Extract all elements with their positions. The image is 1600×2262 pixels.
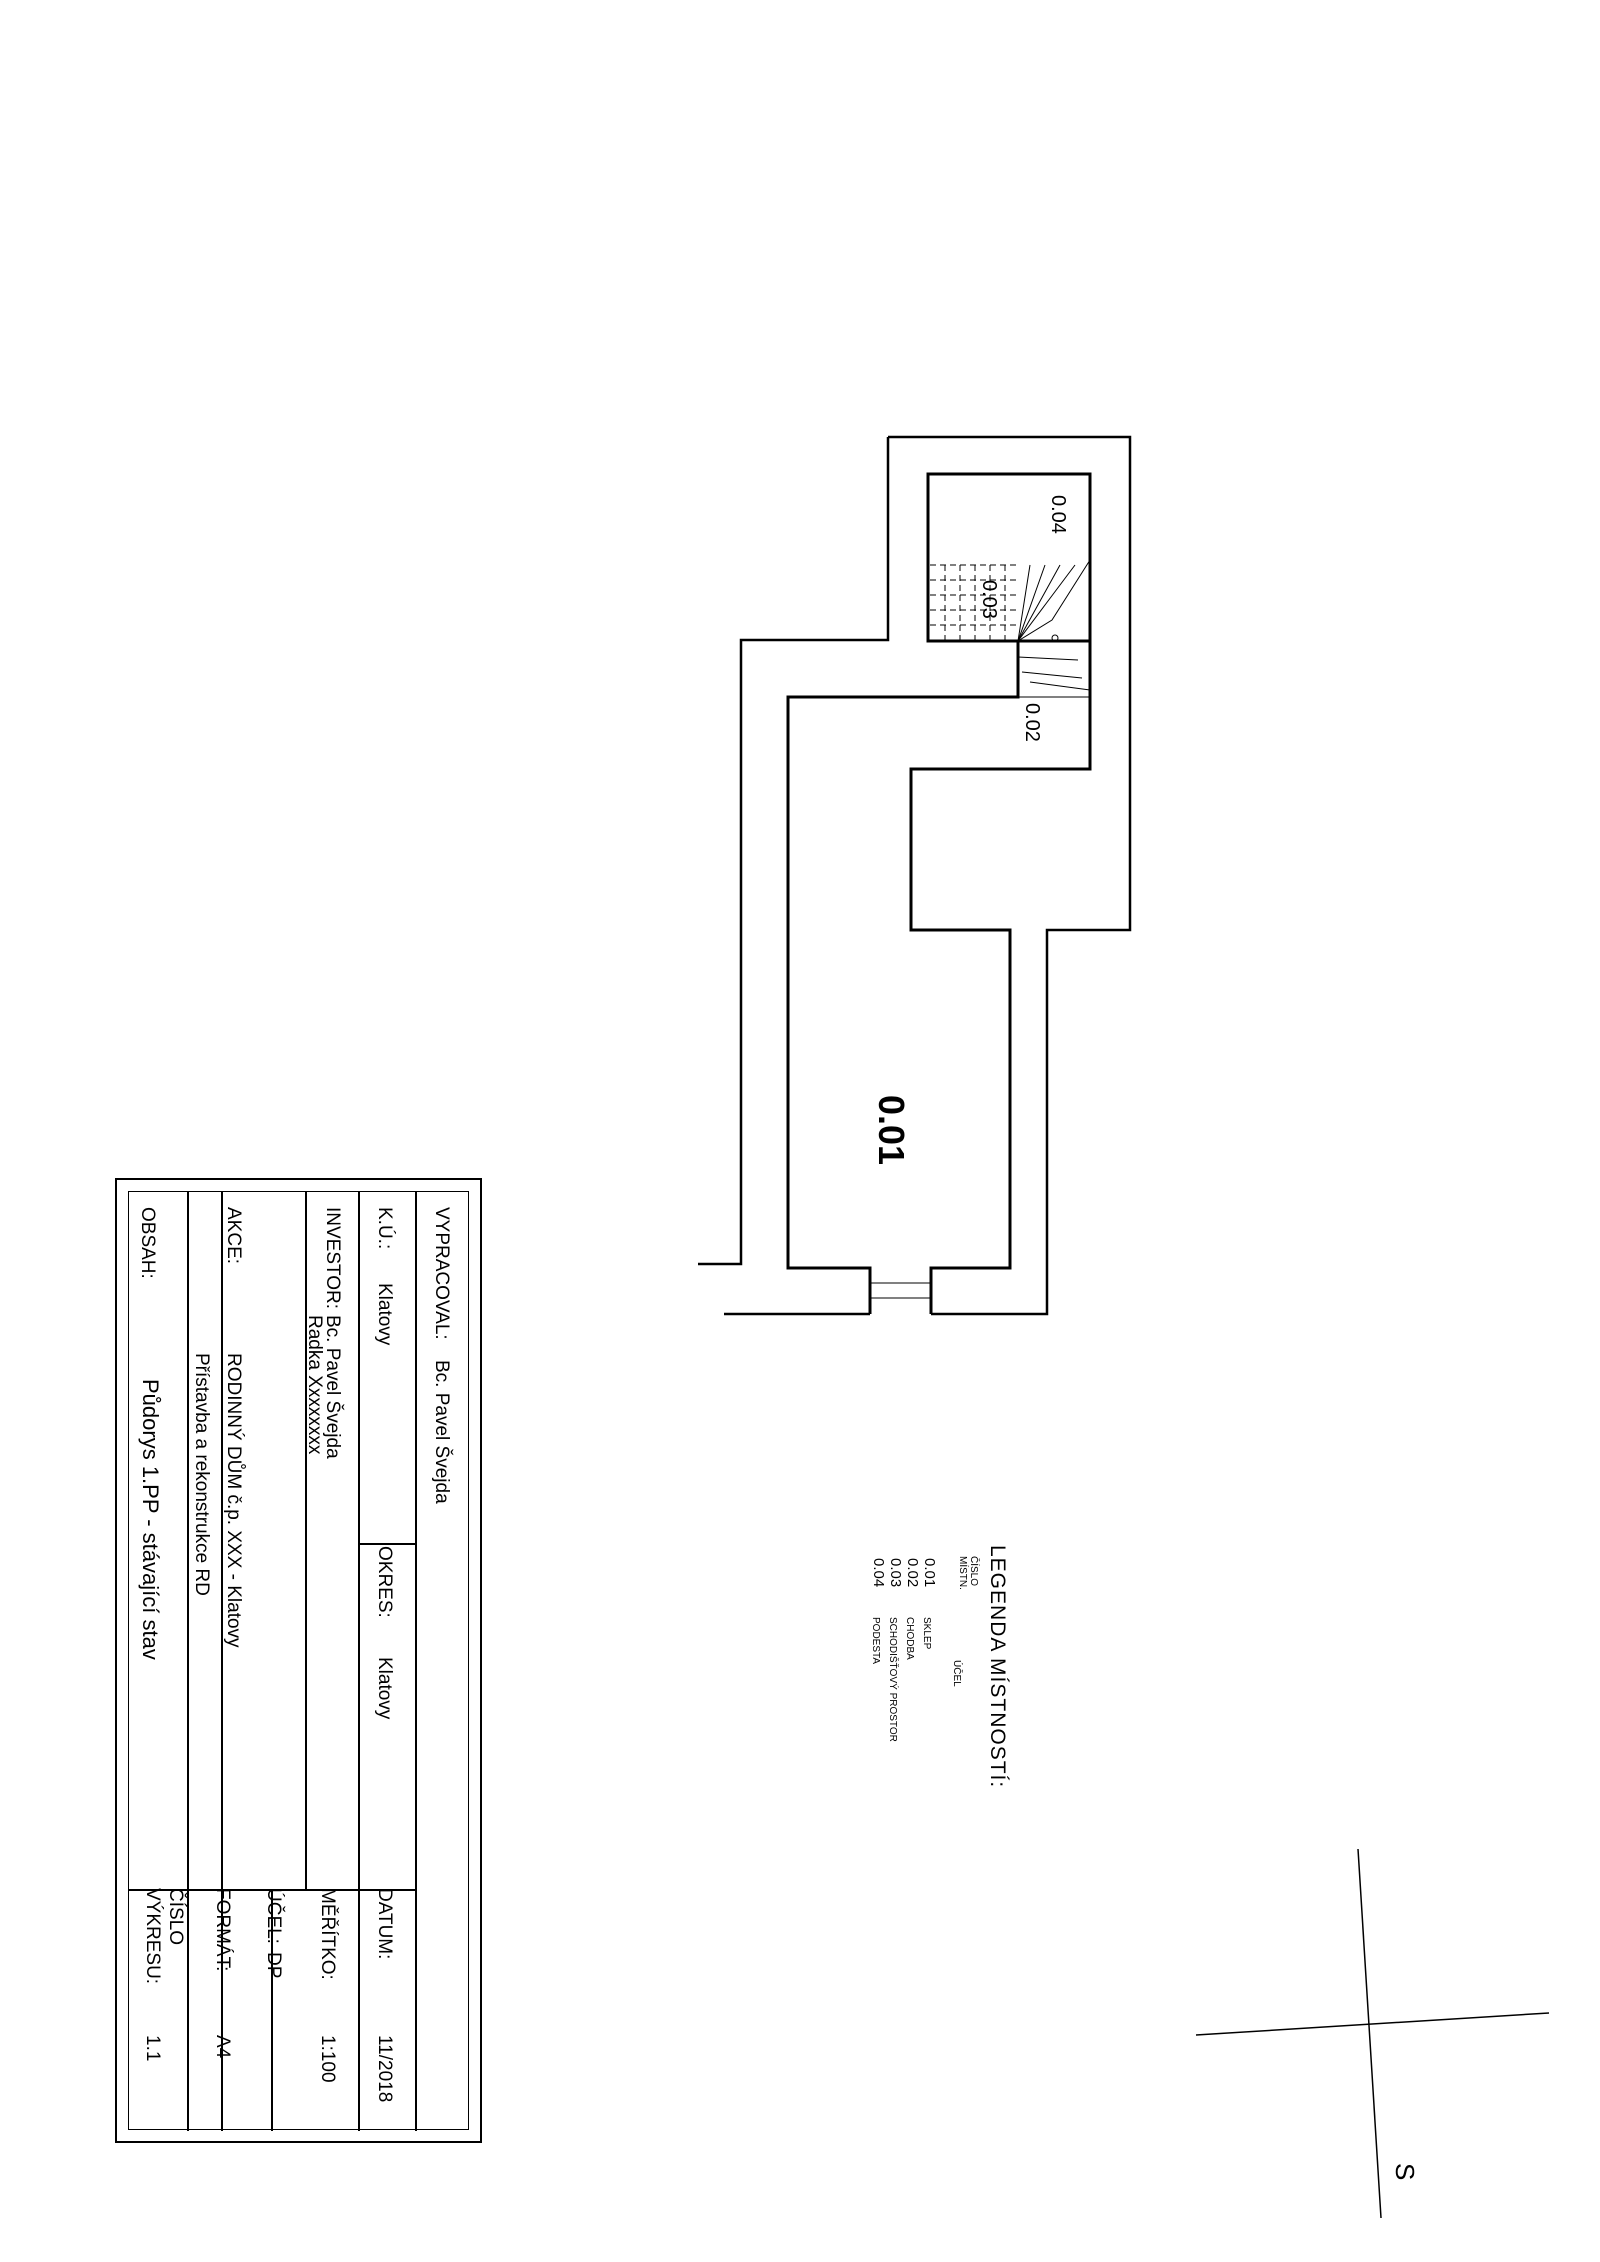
north-letter: S <box>1390 2163 1420 2181</box>
tb-divider <box>129 1889 415 1891</box>
room-label-004: 0.04 <box>1047 495 1069 534</box>
legend-title: LEGENDA MÍSTNOSTÍ: <box>986 1545 1009 1789</box>
legend-row-number: 0.01 <box>921 1558 938 1588</box>
legend-row-purpose: PODESTA <box>870 1617 881 1665</box>
room-label-002: 0.02 <box>1021 703 1043 742</box>
tb-okres-label: OKRES: <box>374 1546 395 1618</box>
north-line-vertical <box>1357 1848 1382 2219</box>
legend-col-number-1: ČÍSLO <box>968 1556 979 1587</box>
main-room-outline-right <box>909 641 1092 1314</box>
legend-col-purpose: ÚČEL <box>951 1660 962 1687</box>
tb-divider <box>271 1889 273 2131</box>
tb-akce-value-1: RODINNÝ DŮM č.p. XXX - Klatovy <box>223 1353 244 1648</box>
tb-format-label: FORMÁT: <box>212 1888 233 1972</box>
tb-akce-value-2: Přístavba a rekonstrukce RD <box>191 1353 212 1596</box>
tb-divider <box>358 1192 360 2131</box>
room-label-001: 0.01 <box>871 1095 912 1166</box>
title-block <box>115 1178 482 2143</box>
tb-meritko-value: 1:100 <box>317 2035 338 2083</box>
tb-cislo-label-1: ČÍSLO <box>165 1888 186 1946</box>
staircase <box>930 559 1091 691</box>
tb-divider <box>415 1192 417 2131</box>
tb-divider <box>221 1192 223 2131</box>
room-label-003: 0.03 <box>978 580 1000 619</box>
tb-akce-label: AKCE: <box>223 1207 244 1265</box>
north-line-horizontal <box>1195 2012 1550 2036</box>
tb-cislo-value: 1.1 <box>142 2035 163 2062</box>
legend-col-number-2: MÍSTN. <box>957 1556 968 1590</box>
tb-datum-label: DATUM: <box>374 1888 395 1960</box>
main-room-outline <box>786 641 1020 1314</box>
tb-ucel-label: ÚČEL: <box>263 1888 284 1944</box>
tb-vypracoval-value: Bc. Pavel Švejda <box>431 1360 452 1504</box>
tb-datum-value: 11/2018 <box>374 2035 395 2103</box>
tb-ku-label: K.Ú.: <box>374 1207 395 1250</box>
tb-divider <box>305 1192 307 1889</box>
tb-investor-value-2: Radka Xxxxxxxx <box>304 1315 325 1455</box>
tb-okres-value: Klatovy <box>374 1657 395 1720</box>
tb-obsah-label: OBSAH: <box>137 1207 158 1279</box>
stair-room-outline <box>926 472 1092 643</box>
legend-row-purpose: SCHODIŠŤOVÝ PROSTOR <box>887 1617 898 1742</box>
tb-divider <box>358 1543 415 1545</box>
tb-divider <box>187 1192 189 2131</box>
tb-obsah-value: Půdorys 1.PP - stávající stav <box>138 1379 163 1660</box>
tb-meritko-label: MĚŘÍTKO: <box>317 1888 338 1980</box>
tb-ucel-value: DP <box>263 1952 284 1979</box>
title-block-inner <box>128 1191 469 2131</box>
legend-row-purpose: SKLEP <box>921 1617 932 1650</box>
outer-wall-left <box>698 437 890 1266</box>
tb-format-value: A4 <box>212 2035 233 2059</box>
legend-row-number: 0.02 <box>904 1558 921 1588</box>
legend-row-number: 0.03 <box>887 1558 904 1588</box>
legend-row-purpose: CHODBA <box>904 1617 915 1660</box>
outer-wall <box>888 435 1132 1316</box>
tb-investor-label: INVESTOR: <box>322 1207 343 1310</box>
tb-ku-value: Klatovy <box>374 1283 395 1346</box>
tb-vypracoval-label: VYPRACOVAL: <box>431 1207 452 1340</box>
tb-cislo-label-2: VÝKRESU: <box>142 1888 163 1985</box>
legend-row-number: 0.04 <box>870 1558 887 1588</box>
